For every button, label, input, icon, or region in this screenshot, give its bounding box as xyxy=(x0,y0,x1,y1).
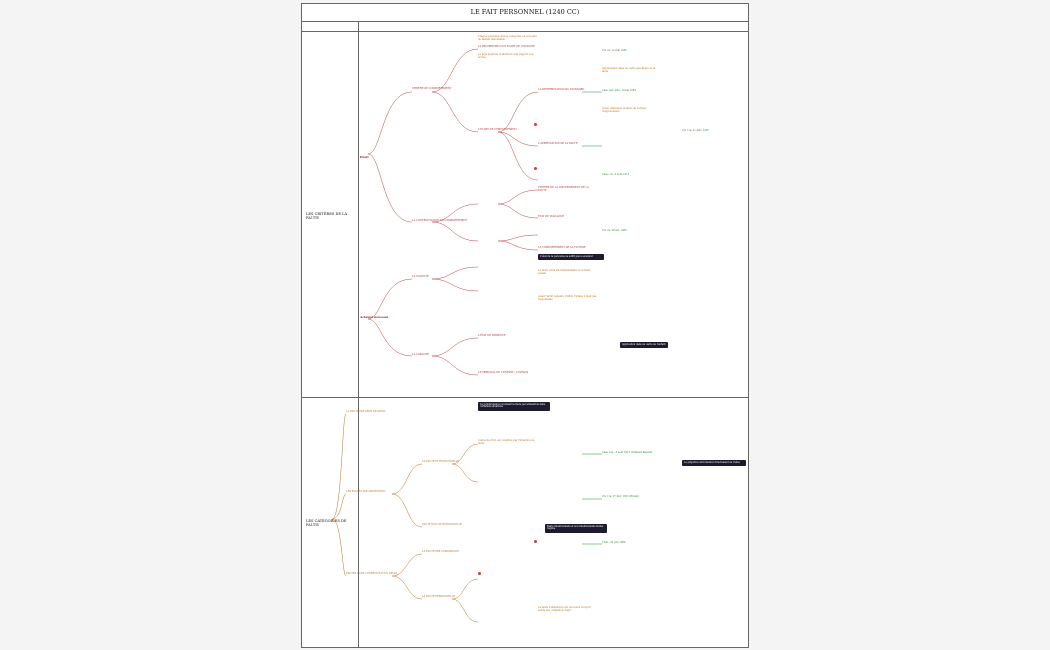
marker-dot xyxy=(534,123,537,126)
branch-droit: Droit xyxy=(360,155,369,159)
node-standard: LA DÉTERMINATION DU STANDARD xyxy=(538,88,585,91)
callout-regime: Faute intentionnelle et non intentionnel… xyxy=(545,524,607,533)
node-abus-droit: LA FAUTE PAR ABUS DE DROIT xyxy=(346,410,386,413)
node-capacite: LA CAPACITÉ xyxy=(412,353,429,356)
node-abstention: LES FAUTES PAR ABSTENTION xyxy=(346,490,386,493)
column-divider xyxy=(358,21,359,647)
node-exercice-droit: FAUTES DANS L'EXERCICE D'UN DROIT xyxy=(346,572,398,575)
ref-1: Civ. 2e, 12 mai 1966 xyxy=(602,49,627,52)
note-abstracto: Le juge apprécie in abstracto par rappor… xyxy=(478,53,534,59)
node-intentionnelle: LA FAUTE INTENTIONNELLE xyxy=(422,460,460,463)
note-bon-pere: Chaque personne doit se comporter en bon… xyxy=(478,35,537,41)
node-ecart-comportement: L'ÉCART DE COMPORTEMENT xyxy=(478,128,517,131)
node-confrontation: LA CONFRONTATION AU COMPORTEMENT xyxy=(412,219,468,222)
node-commission: LA FAUTE PAR COMMISSION xyxy=(422,550,459,553)
node-volonte: LA VOLONTÉ xyxy=(412,275,429,278)
section-divider xyxy=(302,397,748,398)
note-infans: Avant l'arrêt Lemaire (1984), l'infans n… xyxy=(538,295,597,301)
section-label-criteria: LES CRITÈRES DE LA FAUTE xyxy=(306,212,348,220)
node-discernement: CRITÈRE DE LA DISCERNEMENT DE LA FAUTE xyxy=(538,186,589,192)
connector-lines xyxy=(331,48,602,623)
node-victime: LE COMPORTEMENT DE LA VICTIME xyxy=(538,246,586,249)
header-row xyxy=(302,21,748,32)
callout-enfant: Application dans un cadre de l'enfant xyxy=(620,342,668,348)
branch-nouveau: Aclaunt nouveau xyxy=(360,315,389,319)
marker-dot xyxy=(534,540,537,543)
node-vigilance: ÉTAT DE VIGILANCE xyxy=(538,215,565,218)
marker-dot xyxy=(534,167,537,170)
ref-3: Civ. 1re, 21 janv. 1997 xyxy=(682,129,709,132)
note-intention-nuire: L'abus de droit est constitué par l'inte… xyxy=(478,439,535,445)
node-infans: LE TRIBUNAL DE L'ENFANT / L'INFANS xyxy=(478,371,529,374)
ref-6: Cass. req., 3 août 1915 (Clément-Bayard) xyxy=(602,451,653,454)
node-personnelle: LA FAUTE PERSONNELLE xyxy=(422,595,455,598)
node-appreciation: L'APPRÉCIATION DE LA FAUTE xyxy=(538,142,578,145)
note-penale: La faute civile est indépendante de la f… xyxy=(538,269,591,275)
page-title: LE FAIT PERSONNEL (1240 CC) xyxy=(302,4,748,22)
ref-2: Cass. ass. plén., 9 mai 1984 xyxy=(602,89,636,92)
marker-dot xyxy=(478,572,481,575)
section-label-categories: LES CATÉGORIES DE FAUTE xyxy=(306,519,347,527)
ref-8: Crim., 22 juin 1954 xyxy=(602,541,626,544)
node-demence: L'ÉTAT DE DÉMENCE xyxy=(478,334,506,337)
node-ecart-conduite: LA RECHERCHE D'UN ÉCART DE CONDUITE xyxy=(478,45,535,48)
callout-etat: L'état de la personne ne suffit pas à ex… xyxy=(538,254,604,260)
note-obligation-agir: La faute d'abstention est reconnue lorsq… xyxy=(538,606,591,612)
note-cadre-specifique: Appréciation dans un cadre spécifique de… xyxy=(602,67,656,73)
ref-5: Civ. 2e, 28 avr. 1965 xyxy=(602,229,627,232)
node-critere-comportement: CRITÈRE DE COMPORTEMENT xyxy=(412,87,452,90)
node-non-intentionnelle: FAUTE NON INTENTIONNELLE xyxy=(422,523,463,526)
callout-prejudice: Le préjudice doit résulter directement d… xyxy=(682,460,746,466)
ref-7: Civ. 1re, 27 févr. 1951 (Branly) xyxy=(602,495,640,498)
callout-abstention: La jurisprudence reconnaît la faute par … xyxy=(478,402,550,411)
note-erreur: Il faut distinguer la faute de l'erreur … xyxy=(602,107,647,113)
ref-4: Cass. civ., 3 août 1915 xyxy=(602,173,630,176)
mind-map-sheet: LE FAIT PERSONNEL (1240 CC) LES CRITÈRES… xyxy=(301,3,749,648)
